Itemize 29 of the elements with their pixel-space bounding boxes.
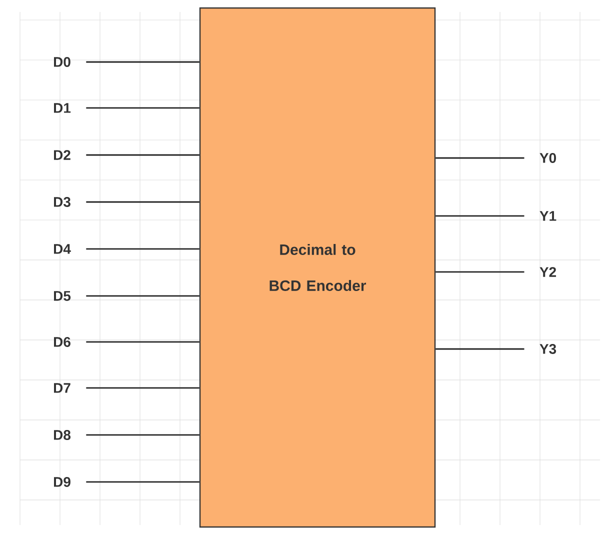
wire	[436, 348, 524, 350]
wire	[86, 481, 200, 483]
wire	[436, 271, 524, 273]
signal-label: D3	[54, 197, 70, 207]
wire	[86, 434, 200, 436]
wire	[86, 341, 200, 343]
wire	[436, 215, 524, 217]
signal-label: D6	[54, 337, 70, 347]
wire	[86, 154, 200, 156]
wire	[86, 387, 200, 389]
wire	[436, 157, 524, 159]
signal-label: Y2	[540, 267, 556, 277]
wire	[86, 295, 200, 297]
wire	[86, 61, 200, 63]
signal-label: D7	[54, 383, 70, 393]
wire	[86, 107, 200, 109]
signal-label: D0	[54, 57, 70, 67]
signal-label: D1	[54, 103, 71, 113]
wire	[86, 201, 200, 203]
signal-label: D9	[54, 477, 70, 487]
signal-label: Y0	[540, 153, 556, 163]
signal-label: D8	[54, 430, 71, 440]
encoder-box: Decimal to BCD Encoder	[199, 7, 436, 528]
signal-label: Y3	[540, 344, 556, 354]
wire	[86, 248, 200, 250]
signal-label: Y1	[540, 211, 556, 221]
signal-label: D4	[54, 244, 71, 254]
signal-label: D2	[54, 150, 70, 160]
signal-label: D5	[54, 291, 71, 301]
